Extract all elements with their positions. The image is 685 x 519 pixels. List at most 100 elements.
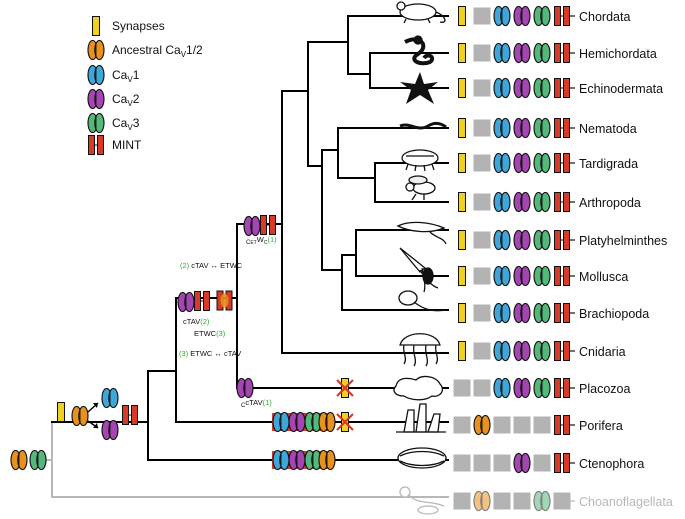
matrix-cav2-channel-icon [513, 302, 531, 324]
matrix-cav3-channel-icon [533, 377, 551, 399]
matrix-cav3-channel-icon [533, 117, 551, 139]
matrix-cav3-channel-icon [533, 265, 551, 287]
stem-ancestral-channel-icon [71, 405, 89, 427]
eumetazoa-annotation-2: ETWC(3) [194, 329, 226, 338]
bilateria-stem-features [243, 215, 276, 237]
matrix-synapse-icon [458, 192, 466, 212]
legend-mint-label: MINT [112, 138, 142, 152]
matrix-cav1-channel-icon [493, 42, 511, 64]
matrix-mint-icon [554, 118, 570, 138]
sponge-icon [396, 403, 446, 433]
matrix-absent-icon [453, 379, 471, 397]
matrix-absent-icon [533, 416, 551, 434]
matrix-cav2-channel-icon [513, 265, 531, 287]
taxon-label: Hemichordata [579, 47, 657, 61]
matrix-absent-icon [453, 454, 471, 472]
matrix-cav1-channel-icon [493, 5, 511, 27]
bilateria-annotation: CETWC(1) [246, 235, 277, 246]
ctenophora-branch-features [272, 449, 336, 471]
matrix-absent-icon [553, 492, 571, 510]
comb-jelly-icon [397, 447, 447, 469]
matrix-absent-icon [473, 154, 491, 172]
matrix-mint-icon [554, 341, 570, 361]
matrix-cav3-channel-icon [533, 152, 551, 174]
legend-ancestral-channel-icon [87, 39, 105, 61]
taxon-label: Mollusca [579, 270, 628, 284]
taxon-labels: Chordata Hemichordata Echinodermata Nema… [579, 10, 673, 509]
ctenophora-mixed-channels-icon [272, 449, 336, 471]
matrix-mint-icon [554, 43, 570, 63]
matrix-mint-icon [554, 78, 570, 98]
matrix-ancestral-channel-icon [473, 490, 491, 512]
matrix-mint-icon [554, 6, 570, 26]
matrix-synapse-icon [458, 341, 466, 361]
matrix-cav1-channel-icon [493, 377, 511, 399]
matrix-synapse-icon [458, 6, 466, 26]
matrix-mint-icon [554, 303, 570, 323]
matrix-synapse-icon [458, 153, 466, 173]
matrix-mint-icon [554, 192, 570, 212]
legend-mint-icon [88, 135, 104, 155]
legend-ancestral-label: Ancestral CaV1/2 [112, 43, 203, 59]
eumetazoa-annotation-1: cTAV(2) [183, 317, 210, 326]
matrix-mint-icon [554, 230, 570, 250]
legend-cav2-channel-icon [87, 88, 105, 110]
matrix-cav3-channel-icon [533, 5, 551, 27]
matrix-absent-icon [533, 454, 551, 472]
taxon-label: Nematoda [579, 122, 637, 136]
matrix-synapse-icon [458, 118, 466, 138]
matrix-cav3-channel-icon [533, 490, 551, 512]
eumetazoa-mixed-mint-icon [216, 290, 233, 311]
matrix-cav1-channel-icon [493, 152, 511, 174]
stem-synapse-icon [57, 402, 65, 422]
matrix-mint-icon [554, 153, 570, 173]
porifera-lost-synapse-icon [336, 412, 354, 432]
legend-cav3-label: CaV3 [112, 116, 140, 132]
matrix-absent-icon [473, 119, 491, 137]
matrix-mint-icon [554, 415, 570, 435]
matrix-cav1-channel-icon [493, 117, 511, 139]
matrix-cav1-channel-icon [493, 229, 511, 251]
matrix-absent-icon [493, 492, 511, 510]
matrix-absent-icon [453, 492, 471, 510]
roundworm-icon [399, 121, 447, 130]
taxon-label: Platyhelminthes [579, 234, 667, 248]
bilateria-mint-icon [260, 215, 276, 235]
eumetazoa-cav2-channel-icon [177, 291, 195, 313]
porifera-mixed-channels-icon [272, 411, 336, 433]
taxon-label: Chordata [579, 10, 630, 24]
matrix-synapse-icon [458, 230, 466, 250]
taxon-label: Brachiopoda [579, 307, 649, 321]
taxon-label: Choanoflagellata [579, 495, 673, 509]
tardigrade-icon [401, 149, 439, 172]
matrix-cav1-channel-icon [493, 191, 511, 213]
legend-cav1-channel-icon [87, 64, 105, 86]
animal-silhouettes [393, 1, 447, 515]
matrix-synapse-icon [458, 303, 466, 323]
gene-split-annotation: (2) cTAV ↔ ETWC [180, 261, 243, 270]
matrix-mint-icon [554, 453, 570, 473]
acorn-worm-icon [404, 35, 435, 66]
matrix-cav2-channel-icon [513, 340, 531, 362]
root-channel-pair [10, 449, 47, 471]
matrix-cav3-channel-icon [533, 302, 551, 324]
brachiopod-icon [398, 290, 447, 312]
eumetazoa-stem-features [177, 290, 233, 313]
matrix-cav2-channel-icon [513, 77, 531, 99]
matrix-absent-icon [513, 492, 531, 510]
taxon-label: Placozoa [579, 382, 630, 396]
matrix-cav2-channel-icon [513, 191, 531, 213]
legend-cav1-label: CaV1 [112, 68, 140, 84]
matrix-cav2-channel-icon [513, 452, 531, 474]
taxon-label: Arthropoda [579, 196, 641, 210]
starfish-icon [400, 72, 438, 104]
matrix-cav1-channel-icon [493, 302, 511, 324]
eumetazoa-annotation-3: (3) ETWC ↔ cTAV [179, 349, 241, 358]
matrix-absent-icon [493, 454, 511, 472]
squid-icon [399, 247, 439, 293]
jellyfish-icon [399, 333, 441, 367]
matrix-absent-icon [493, 416, 511, 434]
bilateria-cav2-channel-icon [243, 215, 261, 237]
matrix-absent-icon [473, 231, 491, 249]
